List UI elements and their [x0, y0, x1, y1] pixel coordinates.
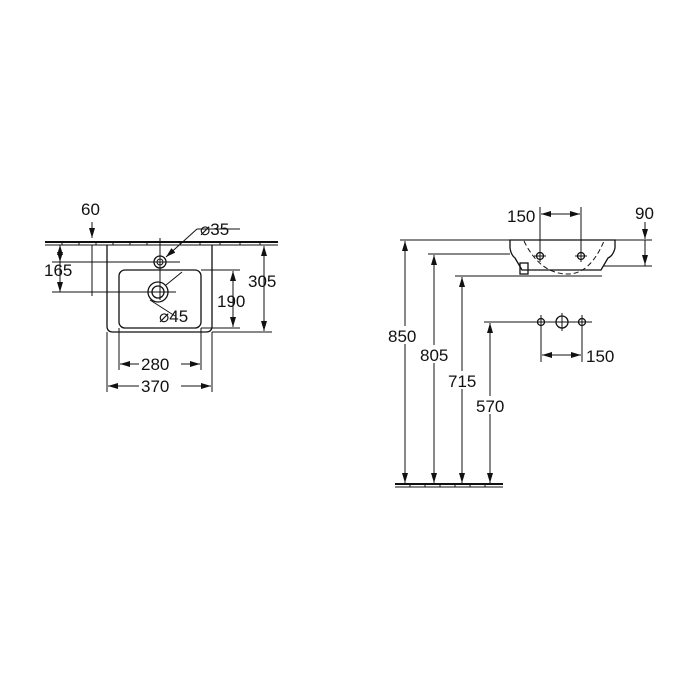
basin-profile [509, 239, 616, 271]
dim-280: 280 [141, 355, 169, 374]
dim-190: 190 [217, 292, 245, 311]
bowl-hidden-line [523, 240, 605, 275]
supply-pipe [555, 313, 569, 331]
dim-150-top: 150 [507, 207, 535, 226]
top-view-drawing: 60 ⌀35 165 305 190 ⌀45 280 [44, 200, 278, 396]
dim-305: 305 [248, 272, 276, 291]
dim-150-bottom: 150 [586, 347, 614, 366]
dim-715: 715 [448, 372, 476, 391]
side-view-drawing: 150 90 850 805 715 570 [386, 204, 654, 488]
dim-805: 805 [420, 346, 448, 365]
floor-strip [395, 483, 503, 488]
dim-dia-35: ⌀35 [200, 220, 229, 239]
dim-165: 165 [44, 261, 72, 280]
dim-45-leader [165, 271, 183, 286]
dim-dia-45: ⌀45 [159, 307, 188, 326]
dim-570: 570 [476, 397, 504, 416]
siphon [519, 262, 529, 275]
dim-35-leader [165, 228, 198, 258]
dim-90: 90 [635, 204, 654, 223]
dim-45-leader [149, 299, 176, 317]
dim-850: 850 [388, 327, 416, 346]
dim-60: 60 [81, 200, 100, 219]
dim-370: 370 [141, 377, 169, 396]
